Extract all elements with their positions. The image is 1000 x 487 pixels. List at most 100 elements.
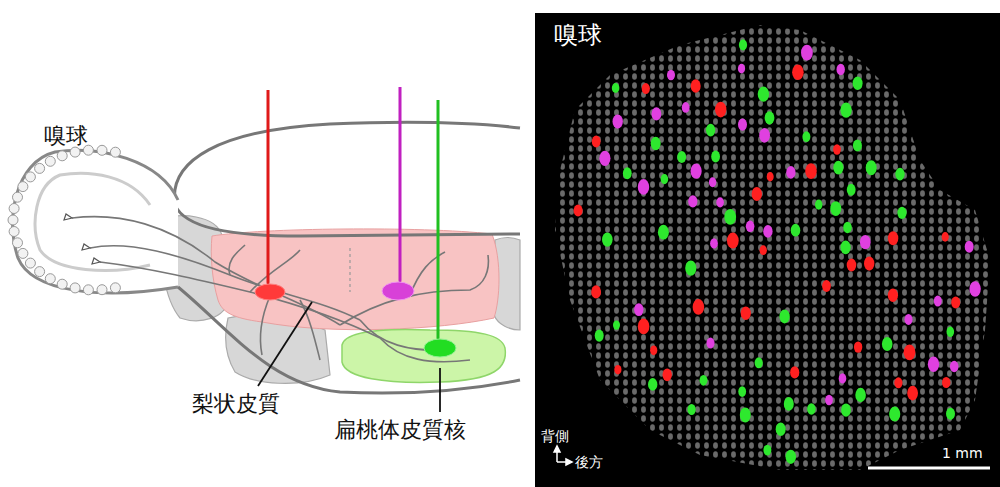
glomerulus [110, 147, 120, 157]
glomerulus [9, 204, 19, 214]
labelled-cell [805, 163, 817, 179]
red-electrode [267, 90, 270, 292]
glomerulus [45, 156, 55, 166]
labelled-cell [853, 77, 863, 90]
labelled-cell [833, 161, 843, 175]
labelled-cell [904, 344, 916, 360]
labelled-cell [882, 337, 893, 351]
labelled-cell [853, 140, 862, 152]
labelled-cell [746, 221, 755, 233]
labelled-cell [837, 64, 845, 75]
glomeruli [8, 145, 120, 295]
labelled-cell [752, 187, 762, 201]
glomerulus [8, 215, 18, 225]
labelled-cell [864, 257, 874, 271]
labelled-cell [685, 261, 696, 276]
red-injection [255, 284, 285, 300]
bulb-cells [555, 25, 990, 470]
labelled-cell [950, 361, 959, 373]
cortex-outline [174, 122, 520, 205]
labelled-cell [860, 235, 871, 249]
labelled-cell [715, 102, 726, 118]
glomerulus [97, 285, 107, 295]
labelled-cell [888, 289, 898, 303]
labelled-cell [792, 64, 804, 80]
glomerulus [18, 248, 28, 258]
labelled-cell [779, 309, 789, 323]
labelled-cell [724, 209, 736, 225]
labelled-cell [841, 403, 851, 416]
labelled-cell [759, 128, 770, 143]
piriform-region [211, 229, 499, 330]
glomerulus [57, 151, 67, 161]
labelled-cell [613, 320, 620, 329]
labelled-cell [758, 86, 769, 101]
region-label: 嗅球 [44, 124, 88, 148]
labelled-cell [613, 115, 623, 129]
labelled-cell [602, 232, 613, 246]
labelled-cell [592, 136, 601, 148]
labelled-cell [709, 177, 716, 187]
magenta-electrode [399, 87, 402, 290]
labelled-cell [965, 241, 974, 253]
labelled-cell [928, 357, 939, 372]
labelled-cell [682, 102, 690, 113]
labelled-cell [907, 386, 918, 401]
labelled-cell [740, 407, 751, 422]
region-label: 扁桃体皮質核 [334, 418, 466, 442]
axis-indicator [554, 446, 572, 465]
glomerulus [57, 279, 67, 289]
labelled-cell [688, 404, 696, 415]
labelled-cell [847, 259, 857, 272]
labelled-cells [574, 39, 981, 464]
labelled-cell [574, 204, 583, 216]
labelled-cell [786, 450, 797, 464]
glomerulus [45, 274, 55, 284]
labelled-cell [815, 200, 822, 210]
labelled-cell [648, 378, 657, 391]
labelled-cell [591, 285, 601, 298]
labelled-cell [767, 172, 774, 181]
axis-label: 背側 [541, 429, 569, 444]
labelled-cell [741, 306, 751, 320]
labelled-cell [897, 207, 906, 219]
cortex-outline [175, 205, 520, 236]
labelled-cell [830, 201, 841, 216]
labelled-cell [791, 224, 801, 237]
labelled-cell [612, 83, 620, 93]
labelled-cell [738, 64, 745, 74]
labelled-cell [969, 281, 980, 296]
labelled-cell [763, 445, 771, 456]
leader-line [439, 368, 441, 412]
axis-label: 後方 [575, 455, 603, 470]
image-panel [535, 13, 1000, 487]
labelled-cell [855, 388, 866, 402]
labelled-cell [765, 111, 775, 124]
labelled-cell [638, 179, 649, 195]
glomerulus [13, 192, 23, 202]
labelled-cell [790, 366, 799, 378]
glomerulus [25, 258, 35, 268]
labelled-cell [710, 238, 718, 248]
labelled-cell [847, 184, 856, 196]
labelled-cell [595, 330, 604, 342]
labelled-cell [688, 195, 697, 207]
green-injection [424, 339, 456, 357]
labelled-cell [614, 365, 621, 375]
labelled-cell [642, 83, 650, 94]
olfactory-bulb-outline [13, 150, 178, 293]
labelled-cell [700, 375, 708, 386]
labelled-cell [807, 403, 816, 415]
boundary-dash [349, 248, 350, 292]
scale-label: 1 mm [942, 446, 983, 461]
green-electrode [437, 100, 440, 347]
labelled-cell [801, 45, 813, 61]
magenta-injection [382, 282, 414, 300]
leader-line [258, 302, 312, 386]
glomerulus [97, 145, 107, 155]
labelled-cell [833, 144, 841, 154]
labelled-cell [652, 107, 662, 120]
glomerulus [9, 227, 19, 237]
amygdala-region [342, 330, 505, 383]
labelled-cell [691, 79, 701, 92]
